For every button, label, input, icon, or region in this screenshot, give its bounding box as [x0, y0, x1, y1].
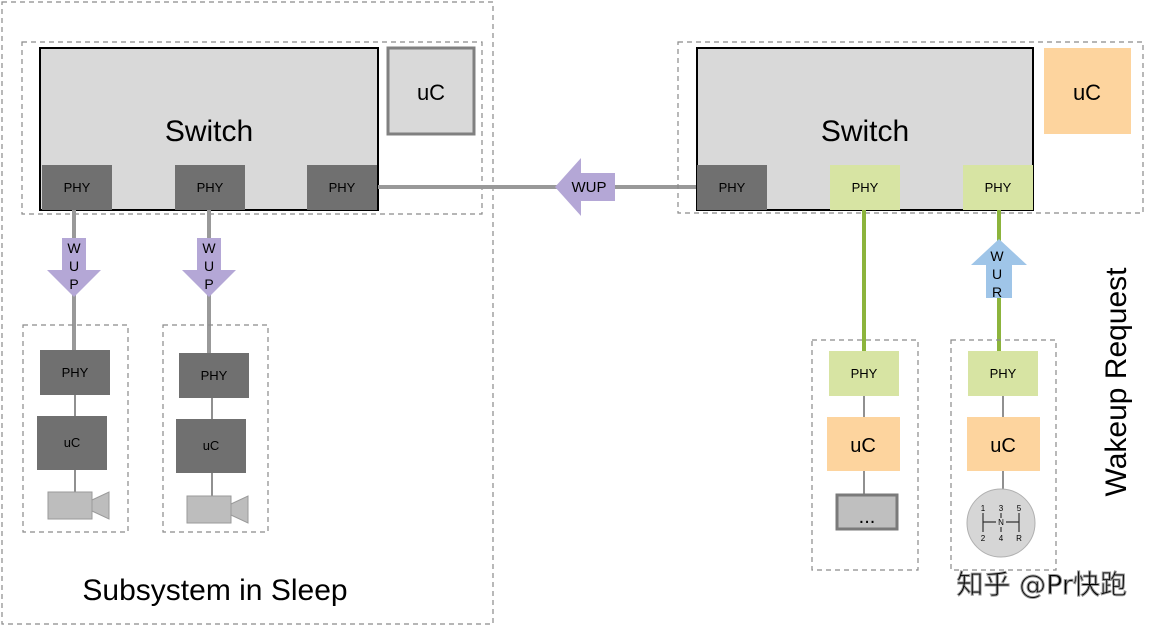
right-node-2-group	[950, 339, 1057, 571]
left-switch-label: Switch	[165, 115, 253, 148]
wur-up-letter-2: U	[992, 266, 1002, 282]
right-node-2-phy-label: PHY	[990, 366, 1017, 381]
wup-down-letter-4: W	[202, 240, 216, 256]
left-node-1-group	[22, 324, 129, 533]
right-node-1-group	[811, 339, 919, 571]
right-node-2-phy	[968, 351, 1038, 396]
gear-label-5: 5	[1017, 504, 1022, 513]
gear-shift-icon: 1 3 5 N 2 4 R	[966, 488, 1036, 558]
left-port-1	[42, 165, 112, 210]
gear-label-n: N	[998, 518, 1004, 527]
left-node-1-phy	[40, 350, 110, 395]
left-uc	[386, 46, 476, 136]
right-node-1-device	[835, 493, 899, 531]
wup-down-letter-3: P	[69, 276, 78, 292]
left-port-3	[307, 165, 377, 210]
right-node-1-uc	[827, 417, 900, 471]
right-node-2-uc-label: uC	[990, 435, 1016, 457]
left-node-2-uc	[176, 419, 246, 473]
gear-label-2: 2	[981, 534, 986, 543]
left-port-2-label: PHY	[197, 180, 224, 195]
subsystem-boundary	[1, 1, 494, 625]
camera-icon	[186, 495, 249, 524]
wup-down-arrow-2: W U P	[182, 238, 236, 297]
watermark: 知乎 @Pr快跑	[957, 570, 1128, 601]
wakeup-request-label: Wakeup Request	[1100, 267, 1133, 497]
subsystem-caption: Subsystem in Sleep	[82, 574, 347, 607]
right-node-1-uc-label: uC	[850, 435, 876, 457]
wup-down-letter-2: U	[69, 258, 79, 274]
left-node-1-phy-label: PHY	[62, 365, 89, 380]
right-port-1	[697, 165, 767, 210]
right-node-1-device-label: ...	[859, 506, 876, 528]
gear-label-3: 3	[999, 504, 1004, 513]
right-node-1-phy-label: PHY	[851, 366, 878, 381]
left-node-2-phy	[179, 353, 249, 398]
left-node-1-uc-label: uC	[64, 435, 81, 450]
right-node-2-uc	[967, 417, 1040, 471]
gear-label-1: 1	[981, 504, 986, 513]
right-port-2-label: PHY	[852, 180, 879, 195]
wup-left-arrow: WUP	[555, 158, 615, 216]
wup-down-letter-1: W	[67, 240, 81, 256]
left-port-1-label: PHY	[64, 180, 91, 195]
wur-up-letter-1: W	[990, 248, 1004, 264]
right-uc-label: uC	[1073, 80, 1101, 105]
wup-down-letter-5: U	[204, 258, 214, 274]
right-port-1-label: PHY	[719, 180, 746, 195]
left-port-2	[175, 165, 245, 210]
right-uc	[1044, 48, 1131, 134]
wup-down-letter-6: P	[204, 276, 213, 292]
right-node-1-phy	[829, 351, 899, 396]
wup-left-arrow-label: WUP	[572, 179, 607, 196]
right-switch-group	[677, 41, 1144, 214]
camera-icon	[47, 491, 110, 520]
wur-up-arrow: W U R	[971, 239, 1027, 300]
left-node-2-group	[162, 324, 269, 533]
right-port-3	[963, 165, 1033, 210]
left-node-2-phy-label: PHY	[201, 368, 228, 383]
left-node-2-uc-label: uC	[203, 438, 220, 453]
left-uc-label: uC	[417, 80, 445, 105]
wur-up-letter-3: R	[992, 284, 1002, 300]
left-node-1-uc	[37, 416, 107, 470]
right-switch-label: Switch	[821, 115, 909, 148]
right-port-3-label: PHY	[985, 180, 1012, 195]
wup-down-arrow-1: W U P	[47, 238, 101, 297]
right-port-2	[830, 165, 900, 210]
left-switch-group	[21, 41, 483, 215]
left-port-3-label: PHY	[329, 180, 356, 195]
gear-label-r: R	[1016, 534, 1022, 543]
gear-label-4: 4	[999, 534, 1004, 543]
